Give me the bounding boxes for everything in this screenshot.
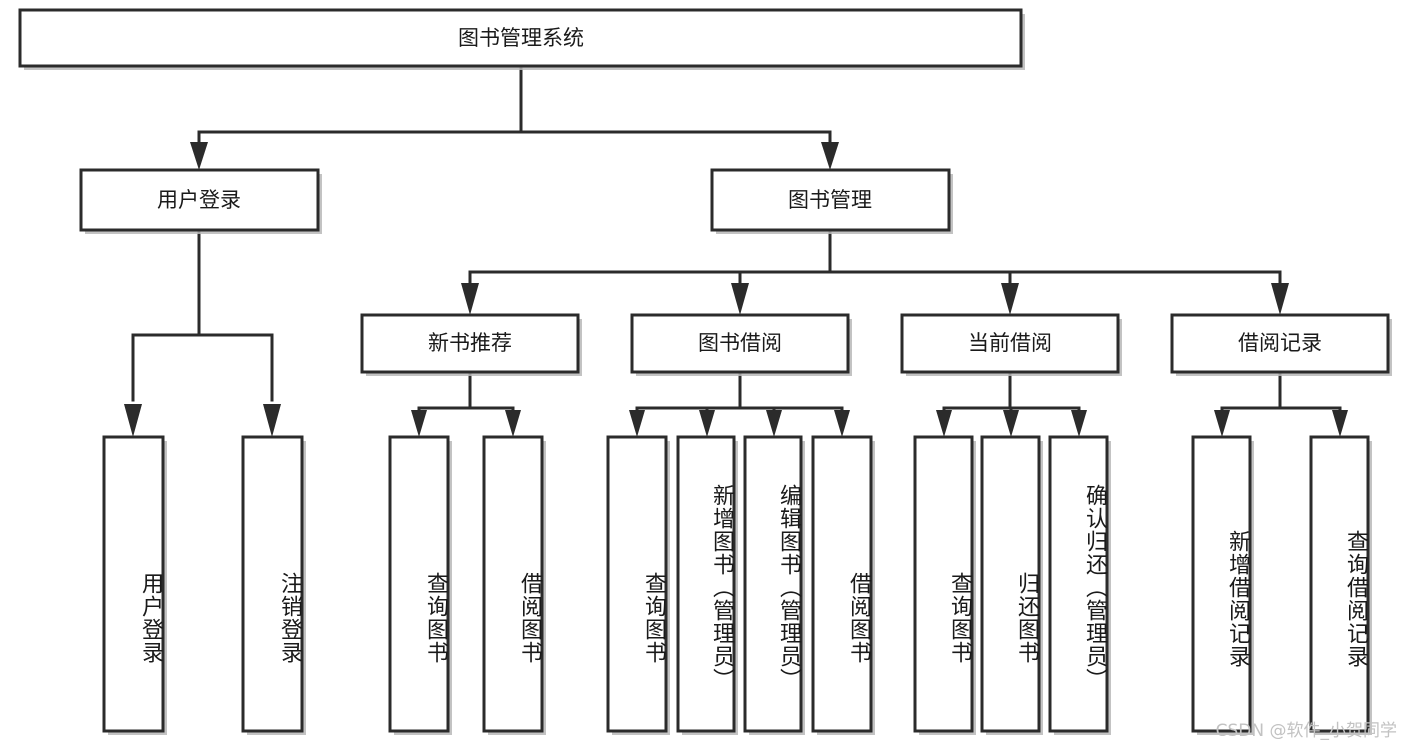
arrow-leaf-return-book: [1003, 410, 1019, 437]
arrow-leaf-confirm-return: [1071, 410, 1087, 437]
arrow-leaf-query-book-3: [936, 410, 952, 437]
new-book-rec-box[interactable]: [360, 313, 580, 374]
node-new-book-rec[interactable]: 新书推荐: [360, 313, 582, 376]
node-root[interactable]: 图书管理系统: [18, 8, 1025, 70]
current-borrow-box[interactable]: [900, 313, 1120, 374]
node-user-login[interactable]: 用户登录: [79, 168, 322, 234]
user-login-box[interactable]: [79, 168, 320, 232]
node-current-borrow[interactable]: 当前借阅: [900, 313, 1122, 376]
connector-group: [124, 66, 1348, 437]
borrow-record-box[interactable]: [1170, 313, 1390, 374]
user-login-label: 用户登录: [157, 188, 241, 212]
leaf-user-logout-box[interactable]: [241, 435, 304, 733]
arrow-book-borrow: [731, 283, 749, 315]
arrow-new-book-rec: [461, 283, 479, 315]
arrow-leaf-user-login: [124, 404, 142, 437]
leaf-query-book-3-box[interactable]: [913, 435, 974, 733]
node-book-manage[interactable]: 图书管理: [710, 168, 953, 234]
arrow-book-manage: [821, 142, 839, 170]
root-label: 图书管理系统: [458, 26, 584, 50]
arrow-user-login: [190, 142, 208, 170]
leaf-edit-book-box[interactable]: [743, 435, 803, 733]
csdn-watermark: CSDN @软件_小贺同学: [1215, 721, 1397, 741]
arrow-leaf-user-logout: [263, 404, 281, 437]
current-borrow-label: 当前借阅: [968, 331, 1052, 355]
leaf-return-book-box[interactable]: [980, 435, 1041, 733]
root-box[interactable]: [18, 8, 1023, 68]
leaf-confirm-return-box[interactable]: [1048, 435, 1109, 733]
leaf-query-book-2-box[interactable]: [606, 435, 668, 733]
book-borrow-box[interactable]: [630, 313, 850, 374]
book-manage-label: 图书管理: [788, 188, 872, 212]
book-borrow-label: 图书借阅: [698, 331, 782, 355]
node-borrow-record[interactable]: 借阅记录: [1170, 313, 1392, 376]
arrow-leaf-borrow-book-2: [834, 410, 850, 437]
borrow-record-label: 借阅记录: [1238, 331, 1322, 355]
leaf-query-book-1-box[interactable]: [388, 435, 450, 733]
node-book-borrow[interactable]: 图书借阅: [630, 313, 852, 376]
leaf-borrow-book-1-box[interactable]: [482, 435, 544, 733]
arrow-leaf-query-book-1: [411, 410, 427, 437]
leaf-user-login-box[interactable]: [102, 435, 165, 733]
arrow-current-borrow: [1001, 283, 1019, 315]
arrow-leaf-add-record: [1214, 410, 1230, 437]
leaf-query-record-box[interactable]: [1309, 435, 1370, 733]
leaf-borrow-book-2-box[interactable]: [811, 435, 873, 733]
arrow-leaf-edit-book: [766, 410, 782, 437]
new-book-rec-label: 新书推荐: [428, 331, 512, 355]
leaf-add-book-box[interactable]: [676, 435, 736, 733]
arrow-leaf-add-book: [699, 410, 715, 437]
arrow-leaf-query-book-2: [629, 410, 645, 437]
book-manage-box[interactable]: [710, 168, 951, 232]
arrow-borrow-record: [1271, 283, 1289, 315]
arrow-leaf-query-record: [1332, 410, 1348, 437]
arrow-leaf-borrow-book-1: [505, 410, 521, 437]
leaf-add-record-box[interactable]: [1191, 435, 1252, 733]
leaf-boxes: [102, 435, 1372, 735]
